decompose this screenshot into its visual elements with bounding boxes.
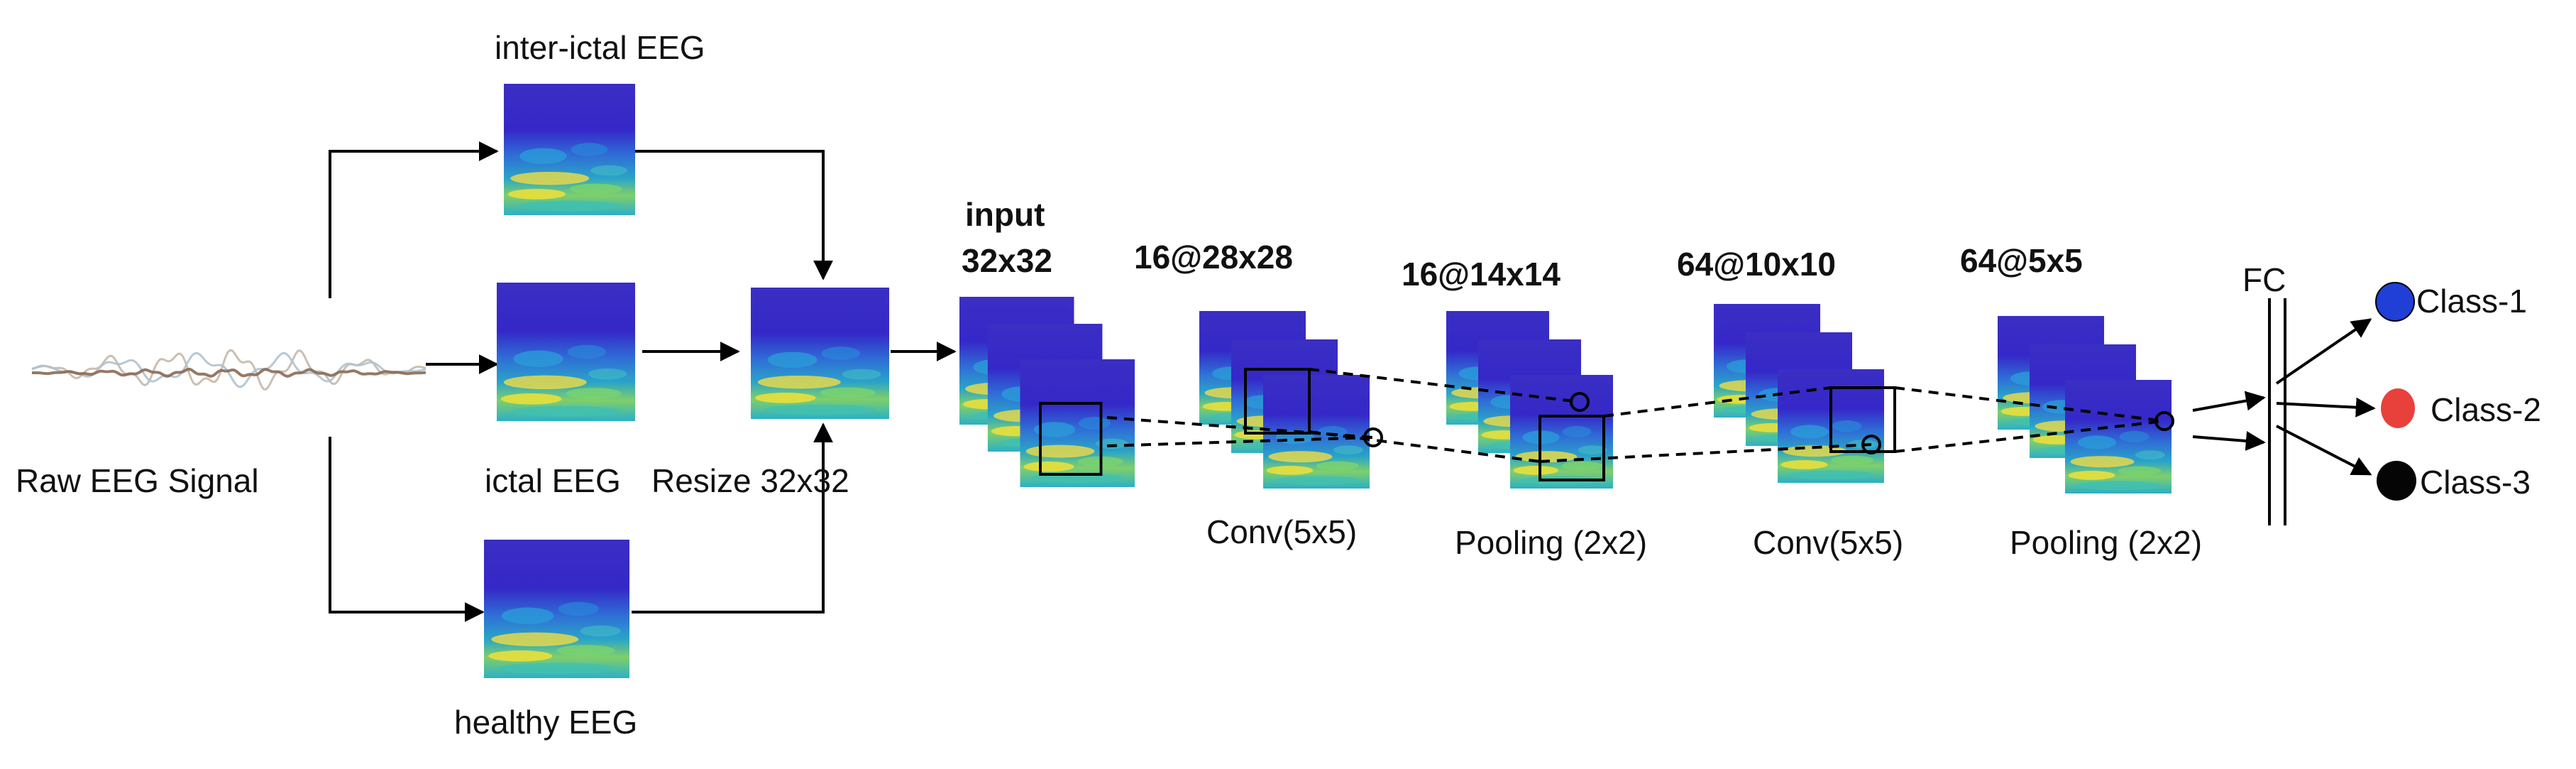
- class3-node: [2377, 461, 2416, 501]
- healthy-spectrogram: [484, 540, 629, 678]
- pool2-label: Pooling (2x2): [2010, 524, 2202, 561]
- resized-spectrogram: [751, 288, 889, 419]
- map2-label: 16@14x14: [1402, 256, 1561, 293]
- branch-arrows: [329, 141, 957, 622]
- conv1-stack: [1199, 311, 1383, 489]
- input-label: input: [965, 196, 1045, 233]
- conv2-label: Conv(5x5): [1753, 524, 1903, 561]
- map1-label: 16@28x28: [1134, 239, 1293, 276]
- conv2-stack: [1714, 304, 1896, 483]
- input-size-label: 32x32: [962, 242, 1052, 279]
- class1-label: Class-1: [2416, 283, 2527, 320]
- class1-node: [2375, 282, 2415, 322]
- map3-label: 64@10x10: [1677, 246, 1836, 283]
- inter-ictal-spectrogram: [504, 84, 635, 215]
- healthy-label: healthy EEG: [454, 704, 637, 741]
- dashed-connections: [1106, 368, 2165, 463]
- ictal-spectrogram: [497, 283, 635, 421]
- resize-label: Resize 32x32: [651, 462, 849, 499]
- inter-ictal-label: inter-ictal EEG: [495, 29, 705, 66]
- pool1-stack: [1446, 311, 1613, 489]
- input-stack: [959, 297, 1135, 487]
- raw-eeg-waveform: [31, 349, 426, 391]
- conv1-label: Conv(5x5): [1206, 513, 1357, 550]
- fc-layer: [2192, 298, 2376, 525]
- pool2-stack: [1998, 316, 2174, 493]
- raw-signal-label: Raw EEG Signal: [16, 462, 259, 499]
- class2-label: Class-2: [2431, 391, 2541, 428]
- fc-label: FC: [2242, 261, 2286, 298]
- ictal-label: ictal EEG: [485, 462, 621, 499]
- map4-label: 64@5x5: [1960, 242, 2083, 279]
- pool1-label: Pooling (2x2): [1455, 524, 1647, 561]
- class3-label: Class-3: [2420, 464, 2531, 501]
- class2-node: [2381, 388, 2415, 428]
